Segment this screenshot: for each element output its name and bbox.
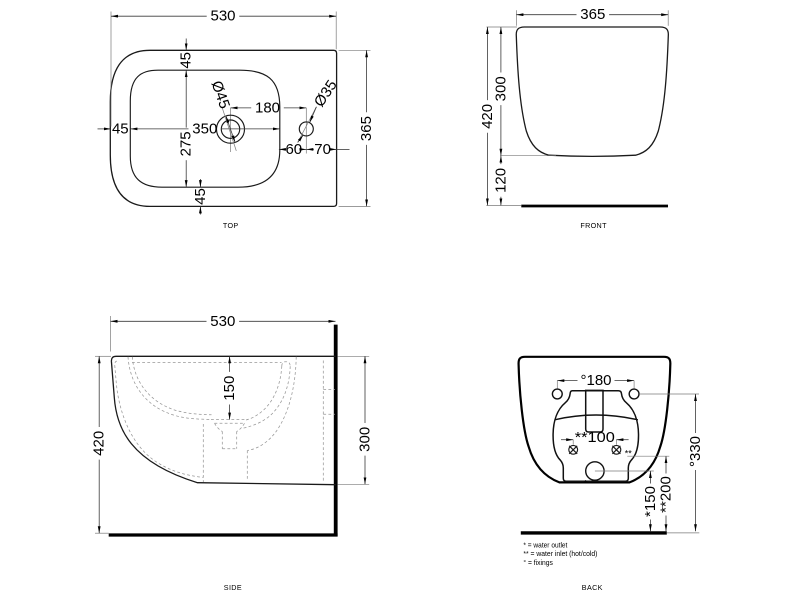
front-view: 365 420 300 120 FRONT (479, 6, 669, 230)
dim-label-side-150: 150 (221, 376, 238, 401)
side-back-rim-inner (242, 366, 291, 429)
dim-label-top-d45: Ø45 (208, 79, 233, 111)
dim-label-front-365: 365 (580, 6, 605, 23)
outlet-mark-label: * (584, 478, 588, 488)
drain-diameter-leader (221, 106, 237, 152)
dim-label-side-420: 420 (91, 431, 108, 456)
top-view-label: TOP (223, 221, 239, 230)
side-shell-hidden-line (114, 360, 204, 478)
water-inlet-left (568, 444, 579, 455)
drain-cup-hidden (214, 423, 223, 432)
legend: * = water outlet ** = water inlet (hot/c… (523, 540, 597, 567)
dim-label-back-200: **200 (658, 476, 675, 513)
tap-hole-circle (298, 121, 314, 137)
dim-label-back-100: **100 (575, 429, 615, 446)
fixing-hole-left (551, 388, 563, 400)
inlet-mark-label: ** (625, 449, 633, 459)
fixing-hole-right (628, 388, 640, 400)
back-recess-outline (552, 390, 640, 483)
top-basin-outline (129, 69, 281, 188)
dim-label-front-120: 120 (492, 168, 509, 193)
back-notch (584, 389, 604, 433)
side-back-rim-outer (244, 365, 283, 421)
top-view: 530 365 45 275 45 45 350 180 60 7 (97, 8, 375, 230)
dim-label-back-180: °180 (580, 372, 611, 389)
dim-label-side-530: 530 (210, 313, 235, 330)
dim-label-front-300: 300 (492, 76, 509, 101)
dim-label-top-530: 530 (210, 8, 235, 25)
side-outline (110, 355, 336, 486)
legend-fixings: ° = fixings (523, 558, 553, 567)
dim-label-top-45b: 45 (192, 188, 209, 205)
water-inlet-right (611, 444, 622, 455)
dim-label-top-70: 70 (314, 141, 331, 158)
dim-label-top-275: 275 (178, 131, 195, 156)
top-outer-outline (109, 49, 338, 208)
dim-label-front-420: 420 (479, 104, 496, 129)
side-bowl-hidden-line (127, 356, 212, 420)
drain-diameter-arrow (230, 129, 236, 143)
side-view-label: SIDE (224, 583, 242, 592)
side-bowl-hidden-line (131, 356, 212, 416)
legend-water-inlet: ** = water inlet (hot/cold) (523, 549, 597, 558)
back-outline (517, 355, 672, 484)
dim-label-top-45a: 45 (178, 52, 195, 69)
tap-diameter-arrow (309, 106, 317, 123)
back-shoulder-line (554, 414, 639, 421)
dim-label-top-365: 365 (358, 116, 375, 141)
side-shell-back-hidden (247, 356, 297, 451)
dim-label-top-180: 180 (255, 99, 280, 116)
tap-diameter-arrow (297, 134, 304, 143)
back-view-label: BACK (582, 583, 603, 592)
legend-water-outlet: * = water outlet (523, 540, 567, 549)
drain-cup-hidden (236, 423, 245, 432)
dim-label-back-150: *150 (642, 486, 659, 517)
dim-label-top-350: 350 (192, 120, 217, 137)
side-view: 530 420 300 150 SIDE (91, 313, 374, 592)
dim-label-back-330: °330 (687, 436, 704, 467)
front-view-label: FRONT (580, 221, 607, 230)
dim-label-side-300: 300 (357, 427, 374, 452)
back-view: ** * °180 **100 *150 **200 °330 (517, 355, 704, 592)
front-outline (515, 26, 669, 158)
side-back-rim-cap (281, 361, 291, 367)
drain-diameter-arrow (225, 115, 231, 130)
dim-label-top-60: 60 (285, 141, 302, 158)
dim-label-top-45c: 45 (112, 120, 129, 137)
